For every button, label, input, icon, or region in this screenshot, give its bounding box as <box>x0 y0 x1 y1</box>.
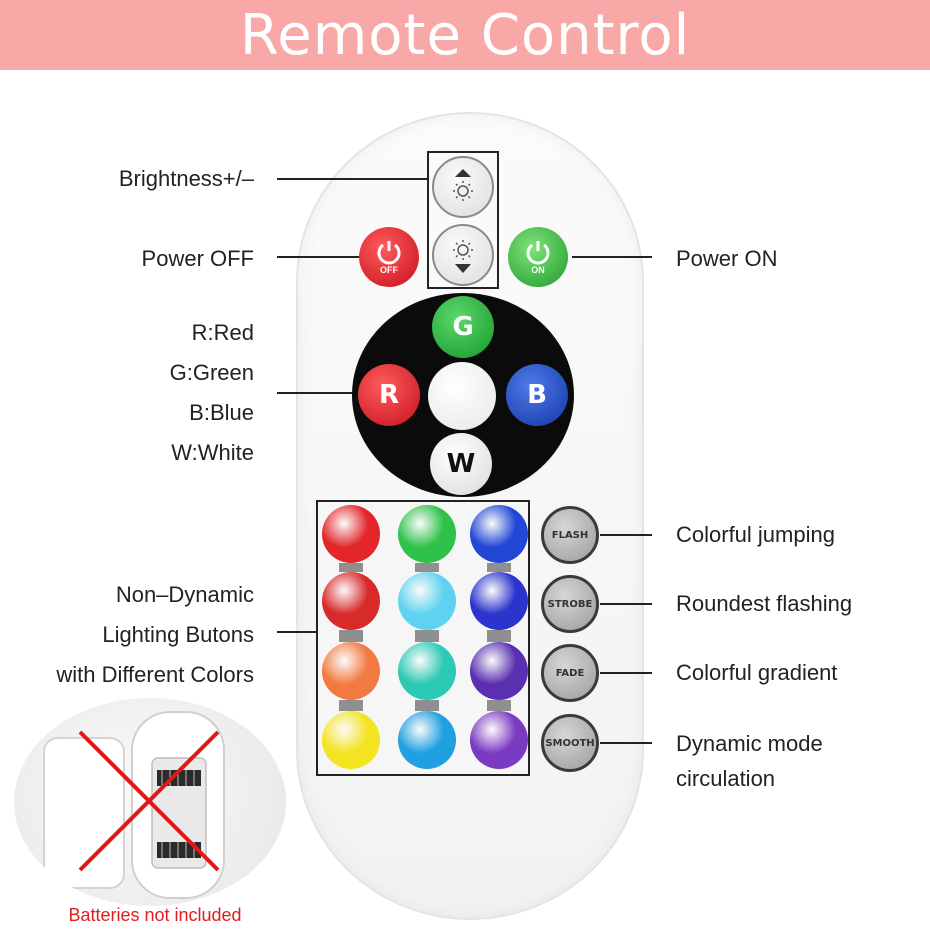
power-off-pointer-line <box>277 256 361 258</box>
title-banner: Remote Control <box>0 0 930 70</box>
green-button[interactable]: G <box>432 296 494 358</box>
power-icon <box>377 241 401 265</box>
non-dynamic-label-line1: Non–Dynamic <box>115 582 254 607</box>
legend-blue: B:Blue <box>189 400 254 425</box>
white-button[interactable]: W <box>430 433 492 495</box>
power-on-pointer-line <box>572 256 652 258</box>
flash-pointer-line <box>600 534 652 536</box>
smooth-description-line1: Dynamic mode <box>676 731 823 756</box>
flash-description: Colorful jumping <box>676 522 835 547</box>
color-button-blue-2[interactable] <box>470 572 528 630</box>
legend-white: W:White <box>171 440 254 465</box>
power-on-text: ON <box>531 265 545 275</box>
color-button-connector <box>415 630 439 642</box>
fade-button[interactable]: FADE <box>541 644 599 702</box>
power-on-label: Power ON <box>676 246 778 271</box>
color-button-green[interactable] <box>398 505 456 563</box>
color-button-orange[interactable] <box>322 642 380 700</box>
smooth-pointer-line <box>600 742 652 744</box>
color-button-connector <box>415 563 439 572</box>
power-off-text: OFF <box>380 265 398 275</box>
cross-icon <box>78 730 220 872</box>
smooth-description-line2: circulation <box>676 766 776 791</box>
color-button-purple[interactable] <box>470 642 528 700</box>
strobe-pointer-line <box>600 603 652 605</box>
color-button-violet[interactable] <box>470 711 528 769</box>
rgbw-pointer-line <box>277 392 357 394</box>
color-button-connector <box>487 563 511 572</box>
smooth-button[interactable]: SMOOTH <box>541 714 599 772</box>
batteries-not-included-caption: Batteries not included <box>68 905 242 925</box>
brightness-label: Brightness+/– <box>118 166 254 191</box>
color-grid-pointer-line <box>277 631 318 633</box>
color-button-connector <box>487 700 511 711</box>
red-button[interactable]: R <box>358 364 420 426</box>
color-button-connector <box>339 700 363 711</box>
flash-button[interactable]: FLASH <box>541 506 599 564</box>
color-button-connector <box>415 700 439 711</box>
brightness-up-button[interactable] <box>432 156 494 218</box>
color-button-red-2[interactable] <box>322 572 380 630</box>
color-button-connector <box>339 563 363 572</box>
page-title: Remote Control <box>239 2 691 68</box>
color-button-connector <box>339 630 363 642</box>
power-icon <box>526 241 550 265</box>
color-button-light-blue[interactable] <box>398 572 456 630</box>
color-button-yellow[interactable] <box>322 711 380 769</box>
blue-button[interactable]: B <box>506 364 568 426</box>
brightness-up-icon <box>453 169 473 201</box>
legend-red: R:Red <box>191 320 254 345</box>
strobe-button[interactable]: STROBE <box>541 575 599 633</box>
power-off-label: Power OFF <box>141 246 254 271</box>
power-on-button[interactable]: ON <box>508 227 568 287</box>
brightness-group-frame <box>427 151 499 289</box>
fade-description: Colorful gradient <box>676 660 838 685</box>
power-off-button[interactable]: OFF <box>359 227 419 287</box>
color-button-teal[interactable] <box>398 642 456 700</box>
strobe-description: Roundest flashing <box>676 591 853 616</box>
center-white-button[interactable] <box>428 362 496 430</box>
color-button-sky-blue[interactable] <box>398 711 456 769</box>
brightness-pointer-line <box>277 178 429 180</box>
non-dynamic-label-line2: Lighting Butons <box>102 622 254 647</box>
brightness-down-button[interactable] <box>432 224 494 286</box>
fade-pointer-line <box>600 672 652 674</box>
non-dynamic-label-line3: with Different Colors <box>56 662 254 687</box>
battery-compartment-photo <box>14 698 286 906</box>
legend-green: G:Green <box>169 360 254 385</box>
color-button-red[interactable] <box>322 505 380 563</box>
color-button-connector <box>487 630 511 642</box>
color-button-blue[interactable] <box>470 505 528 563</box>
brightness-down-icon <box>453 240 473 273</box>
